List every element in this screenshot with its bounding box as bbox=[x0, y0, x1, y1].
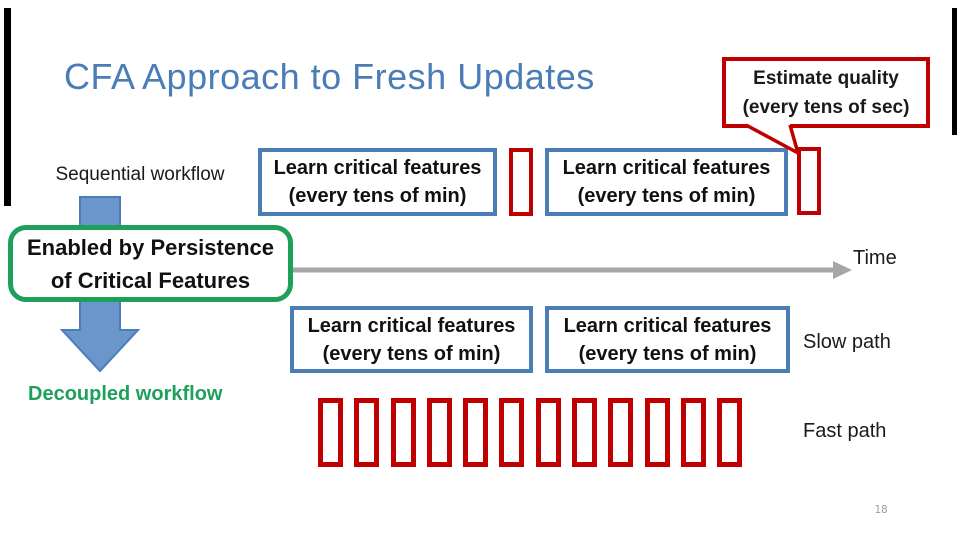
fast-path-marker bbox=[426, 398, 452, 467]
fast-path-marker bbox=[717, 398, 743, 467]
fast-path-label: Fast path bbox=[803, 420, 887, 442]
fast-path-marker bbox=[680, 398, 706, 467]
learn-box-line1: Learn critical features bbox=[563, 314, 772, 337]
learn-features-box-4: Learn critical features (every tens of m… bbox=[545, 306, 790, 373]
right-edge-bar bbox=[952, 8, 957, 135]
enabled-by-persistence-box: Enabled by Persistence of Critical Featu… bbox=[8, 225, 293, 302]
learn-features-box-2: Learn critical features (every tens of m… bbox=[545, 148, 788, 216]
learn-box-line2: (every tens of min) bbox=[288, 185, 467, 207]
learn-box-line1: Learn critical features bbox=[562, 157, 771, 179]
learn-box-line2: (every tens of min) bbox=[322, 342, 501, 365]
enabled-box-line2: of Critical Features bbox=[50, 267, 251, 293]
fast-path-marker bbox=[499, 398, 525, 467]
learn-box-line2: (every tens of min) bbox=[578, 342, 757, 365]
left-edge-bar bbox=[4, 8, 11, 206]
page-number: 18 bbox=[874, 503, 888, 516]
learn-box-line2: (every tens of min) bbox=[577, 185, 756, 207]
fast-path-markers bbox=[318, 398, 743, 467]
enabled-box-line1: Enabled by Persistence bbox=[27, 234, 274, 260]
callout-line1: Estimate quality bbox=[753, 67, 899, 89]
sequential-workflow-label: Sequential workflow bbox=[55, 164, 225, 185]
time-label: Time bbox=[853, 247, 897, 269]
fast-path-marker bbox=[318, 398, 343, 467]
fast-path-marker bbox=[354, 398, 380, 467]
learn-features-box-3: Learn critical features (every tens of m… bbox=[290, 306, 533, 373]
callout-tail bbox=[745, 123, 800, 155]
decoupled-workflow-label: Decoupled workflow bbox=[28, 383, 223, 405]
slow-path-label: Slow path bbox=[803, 331, 891, 353]
quality-marker-1 bbox=[509, 148, 533, 216]
slide-title: CFA Approach to Fresh Updates bbox=[64, 56, 595, 97]
quality-marker-2 bbox=[797, 147, 821, 215]
fast-path-marker bbox=[390, 398, 416, 467]
fast-path-marker bbox=[535, 398, 561, 467]
fast-path-marker bbox=[608, 398, 634, 467]
timeline-arrowhead-icon bbox=[833, 261, 852, 279]
callout-line2: (every tens of sec) bbox=[742, 96, 910, 118]
fast-path-marker bbox=[463, 398, 489, 467]
fast-path-marker bbox=[644, 398, 670, 467]
learn-box-line1: Learn critical features bbox=[307, 314, 516, 337]
learn-features-box-1: Learn critical features (every tens of m… bbox=[258, 148, 497, 216]
fast-path-marker bbox=[572, 398, 598, 467]
estimate-quality-callout: Estimate quality (every tens of sec) bbox=[722, 57, 930, 128]
learn-box-line1: Learn critical features bbox=[273, 157, 482, 179]
